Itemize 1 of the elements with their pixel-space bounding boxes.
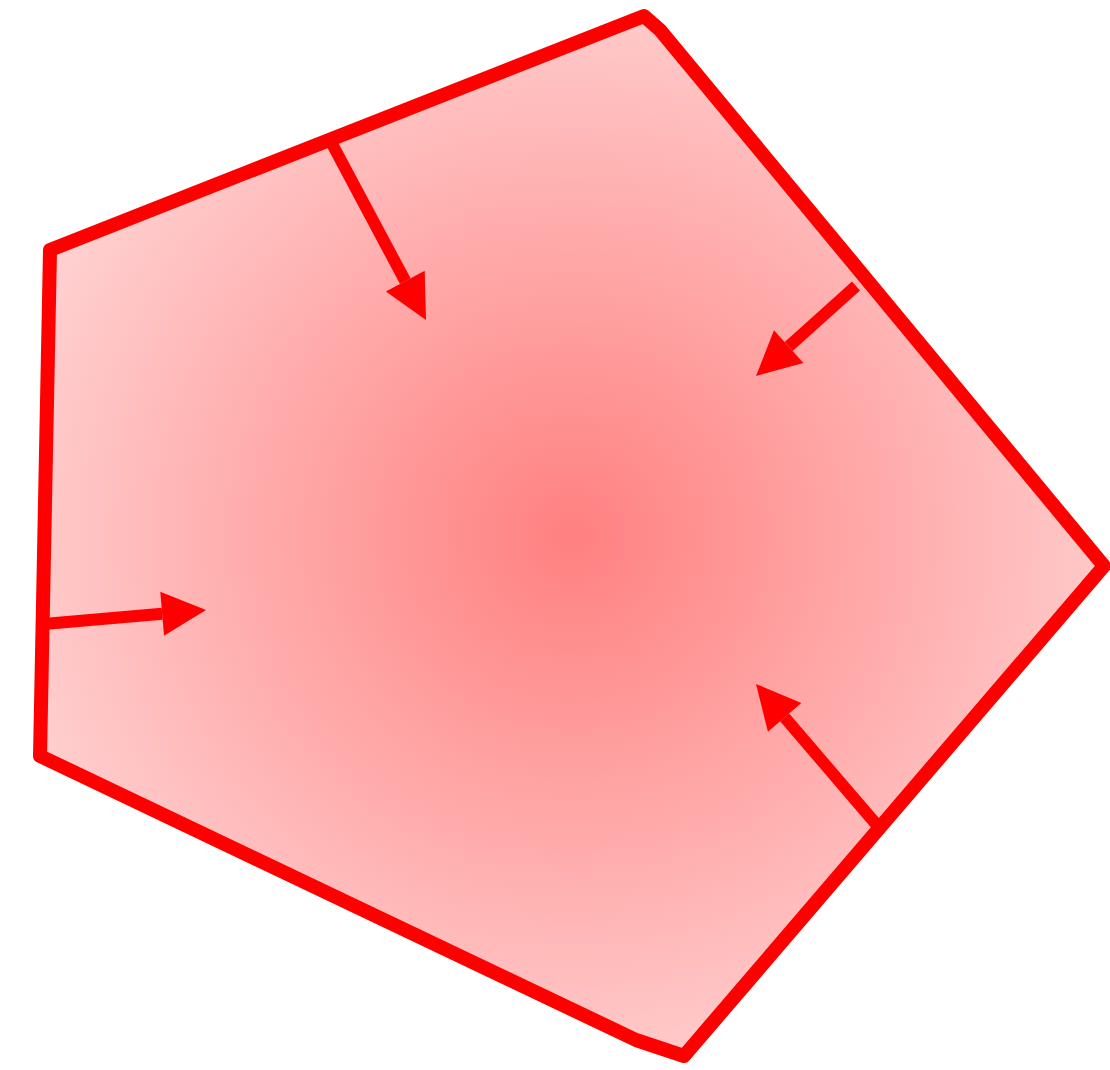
- pentagon-shape: [28, 4, 1110, 1068]
